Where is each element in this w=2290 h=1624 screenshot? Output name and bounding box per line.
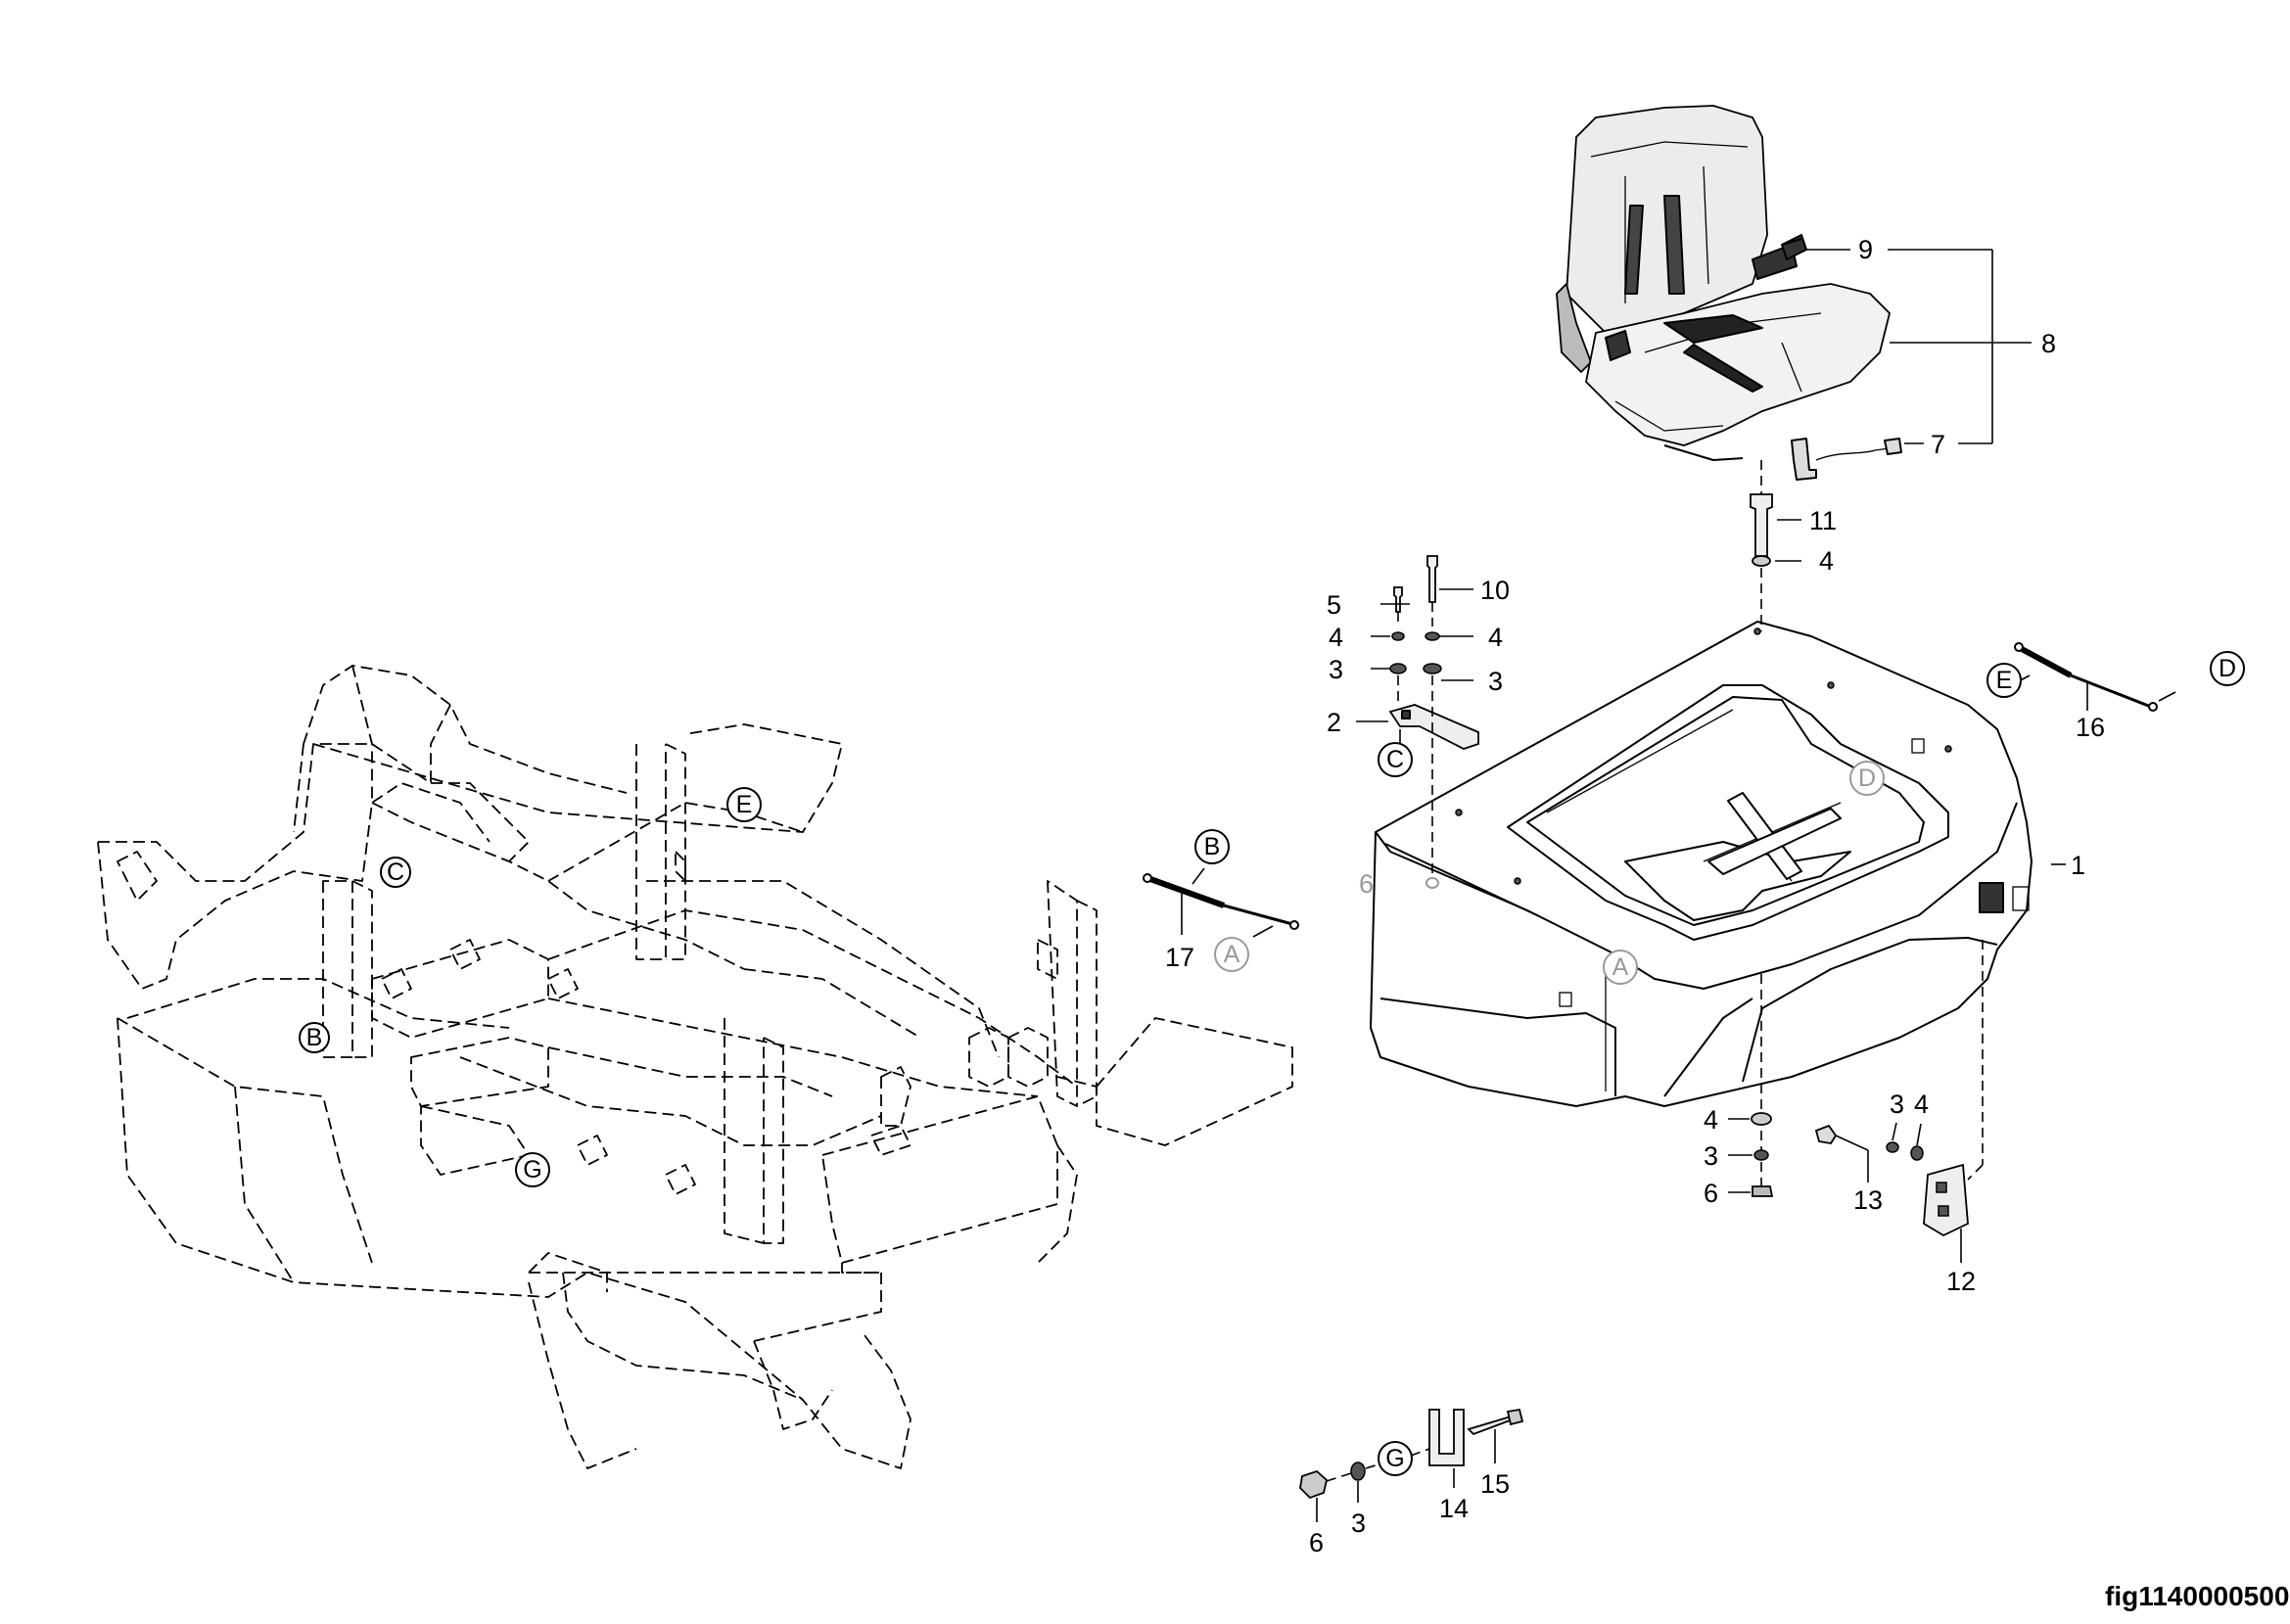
bolts-11-4 (1750, 460, 1773, 1189)
callout-3-left: 3 (1329, 655, 1343, 684)
callout-4-right: 4 (1488, 623, 1503, 652)
ref-circle-g-bottom: G (1378, 1441, 1413, 1476)
callout-3-lower: 3 (1704, 1141, 1718, 1171)
ref-circle-g-left: G (515, 1152, 550, 1187)
callout-15: 15 (1480, 1469, 1510, 1499)
callout-3-right: 3 (1488, 667, 1503, 696)
callout-4-lower: 4 (1704, 1105, 1718, 1135)
svg-text:C: C (387, 858, 404, 886)
lower-fasteners (1751, 1112, 1774, 1197)
svg-text:G: G (523, 1156, 541, 1183)
gas-spring-17 (1143, 867, 1299, 938)
callout-4-left: 4 (1329, 623, 1343, 652)
svg-text:D: D (1858, 765, 1876, 792)
ref-circle-e-right: E (1986, 663, 2022, 698)
ref-circle-d-hood: D (1849, 761, 1885, 796)
ref-circle-b-left: B (299, 1022, 330, 1053)
callout-9: 9 (1858, 235, 1873, 264)
svg-text:A: A (1612, 953, 1629, 981)
bottom-fasteners (1299, 1408, 1524, 1500)
callout-4-latch: 4 (1914, 1090, 1929, 1119)
callout-4-top: 4 (1819, 546, 1834, 576)
callout-17: 17 (1165, 943, 1194, 972)
ref-circle-d-right: D (2210, 651, 2245, 686)
svg-text:A: A (1224, 941, 1240, 968)
ref-circle-b-center: B (1194, 829, 1230, 864)
callout-numbers: 9 8 7 11 4 10 5 4 4 3 3 2 6 16 1 17 4 3 … (1165, 235, 2105, 1557)
callout-6-bottom: 6 (1309, 1528, 1324, 1557)
leader-lines (1316, 249, 2066, 1522)
callout-8: 8 (2041, 329, 2056, 358)
callout-16: 16 (2076, 713, 2105, 742)
callout-10: 10 (1480, 576, 1510, 605)
gas-spring-16 (2014, 642, 2176, 712)
ref-circle-a-hood: A (1603, 950, 1638, 985)
callout-12: 12 (1946, 1267, 1976, 1296)
ref-circle-c-left: C (380, 857, 411, 888)
callout-7: 7 (1931, 430, 1945, 459)
svg-text:E: E (736, 791, 753, 818)
callout-2: 2 (1327, 708, 1341, 737)
callout-14: 14 (1439, 1494, 1469, 1523)
callout-1: 1 (2071, 851, 2085, 880)
latch-12-13 (1814, 940, 1984, 1237)
ref-circle-c-bracket: C (1378, 742, 1413, 777)
hood-part-1 (1370, 621, 2033, 1107)
seat-part-8 (1556, 105, 1902, 481)
ref-circle-e-left: E (726, 787, 762, 822)
callout-3-latch: 3 (1890, 1090, 1904, 1119)
svg-text:C: C (1386, 746, 1404, 773)
callout-6-lower: 6 (1704, 1179, 1718, 1208)
ref-circle-a-center: A (1214, 937, 1249, 972)
svg-text:B: B (306, 1024, 323, 1051)
reference-circles: E C B G B A C D (299, 651, 2245, 1476)
bracket-assembly-2 (1388, 555, 1479, 889)
callout-13: 13 (1853, 1185, 1883, 1215)
truck-frame-dashed (97, 665, 1293, 1469)
svg-text:E: E (1996, 667, 2013, 694)
callout-5: 5 (1327, 590, 1341, 620)
svg-text:D: D (2219, 655, 2236, 682)
figure-id: fig1140000500 (2105, 1581, 2289, 1611)
svg-text:G: G (1385, 1445, 1404, 1472)
callout-3-bottom: 3 (1351, 1508, 1366, 1538)
callout-6-ghost: 6 (1359, 869, 1374, 899)
svg-text:B: B (1204, 833, 1221, 860)
callout-11: 11 (1809, 506, 1837, 535)
